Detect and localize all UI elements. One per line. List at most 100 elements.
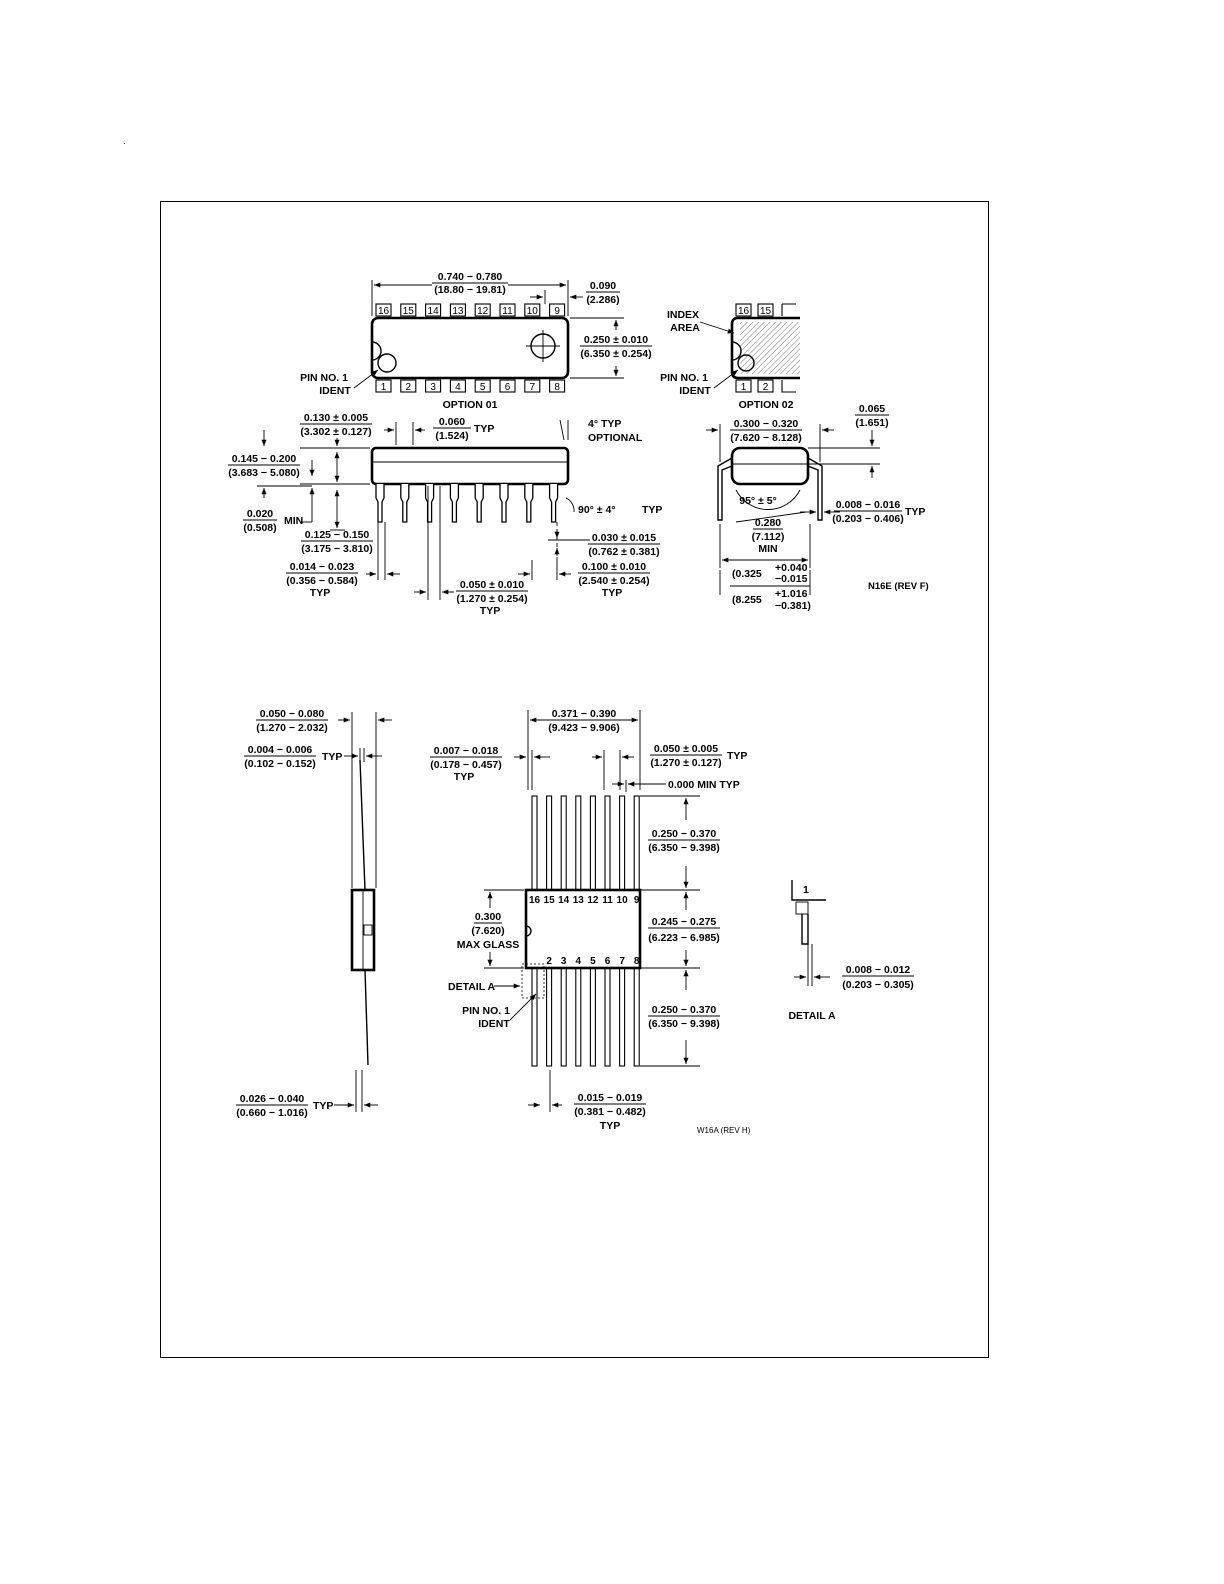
w16a-dim-leadtop-mm: (6.350 − 9.398)	[648, 842, 720, 854]
w16a-pin-number: 7	[619, 956, 625, 967]
w16a-ref: W16A (REV H)	[697, 1126, 751, 1135]
dim-angle90-typ: TYP	[642, 504, 662, 516]
dim-endgap-mm: (2.286)	[586, 294, 619, 306]
pin-box	[375, 379, 392, 393]
w16a-dim-leadw-mm: (0.381 − 0.482)	[574, 1106, 646, 1118]
pin-number: 8	[554, 382, 560, 393]
flatpack-lead	[589, 795, 596, 891]
pin-box	[425, 379, 442, 393]
pin-number: 11	[502, 306, 513, 317]
dim-minspan-mm: (7.112)	[752, 531, 785, 543]
n16e-side-view: 0.130 ± 0.005 (3.302 ± 0.127) 0.060 (1.5…	[228, 412, 662, 617]
w16a-dim-leadbot-mm: (6.350 − 9.398)	[648, 1018, 720, 1030]
flatpack-lead	[560, 967, 567, 1067]
flatpack-lead	[589, 967, 596, 1067]
dim-overall-in-plus: +0.040	[775, 562, 808, 574]
side-body	[370, 446, 570, 486]
w16a-dim-thk-mm: (1.270 − 2.032)	[256, 722, 328, 734]
pin-number: 7	[530, 382, 536, 393]
w16a-dim-pitch-typ: TYP	[727, 750, 747, 762]
dim-shoulderw-typ: TYP	[480, 605, 500, 617]
pin-box	[735, 303, 752, 317]
pin-box	[474, 379, 491, 393]
pin-box	[757, 303, 774, 317]
dip-body-outline	[370, 316, 570, 380]
dip-lead	[499, 484, 509, 523]
pin-box	[474, 303, 491, 317]
flatpack-lead	[619, 967, 626, 1067]
w16a-maxglass-in: 0.300	[475, 911, 501, 923]
dim-rowspan-in: 0.300 − 0.320	[734, 418, 799, 430]
w16a-pin-number: 13	[573, 895, 585, 906]
w16a-detail-a: 1 0.008 − 0.012 (0.203 − 0.305) DETAIL A	[788, 880, 914, 1022]
detail-lead	[801, 914, 809, 945]
dip-lead	[474, 484, 484, 523]
w16a-dim-leadthk-in: 0.004 − 0.006	[248, 744, 313, 756]
pin-box	[425, 303, 442, 317]
dim-leadlen-in: 0.125 − 0.150	[305, 529, 370, 541]
detail-a-label: DETAIL A	[788, 1010, 835, 1022]
dim-shoulderw-mm: (1.270 ± 0.254)	[456, 593, 527, 605]
pin-box	[549, 379, 566, 393]
pin-box	[524, 303, 541, 317]
index-label-1: INDEX	[667, 309, 699, 321]
w16a-dim-width-mm: (9.423 − 9.906)	[548, 722, 620, 734]
dim-bodywidth-in: 0.250 ± 0.010	[584, 334, 648, 346]
n16e-end-view: 0.300 − 0.320 (7.620 − 8.128) 0.065 (1.6…	[706, 403, 929, 612]
pin1-notch	[371, 341, 382, 361]
detail-dim-mm: (0.203 − 0.305)	[842, 979, 914, 991]
w16a-dim-width-in: 0.371 − 0.390	[552, 708, 617, 720]
dim-leadthk-in: 0.008 − 0.016	[836, 499, 901, 511]
w16a-dim-leadtop-in: 0.250 − 0.370	[652, 828, 717, 840]
dim-angle4-2: OPTIONAL	[588, 432, 643, 444]
option01-label: OPTION 01	[443, 399, 498, 411]
dim-leadthk-typ: TYP	[905, 506, 925, 518]
w16a-dim-edge-in: 0.007 − 0.018	[434, 745, 499, 757]
dim-shoulder-mm: (1.524)	[435, 430, 468, 442]
pin-number: 15	[403, 306, 415, 317]
pin-number: 3	[430, 382, 436, 393]
dim-standoff-in: 0.020	[247, 508, 273, 520]
w16a-dim-mintyp: 0.000 MIN TYP	[668, 779, 740, 791]
pin-number: 2	[406, 382, 412, 393]
dim-endgap-in: 0.090	[590, 280, 616, 292]
w16a-dim-leadthk-mm: (0.102 − 0.152)	[244, 758, 316, 770]
dim-shoulder-in: 0.060	[439, 416, 465, 428]
flatpack-lead	[604, 967, 611, 1067]
dim-leadw-mm: (0.356 − 0.584)	[286, 575, 358, 587]
w16a-side-lead-bottom	[364, 969, 369, 1066]
flatpack-lead	[604, 795, 611, 891]
dim-overall-mm-plus: +1.016	[775, 588, 808, 600]
dim-length-mm: (18.80 − 19.81)	[434, 284, 506, 296]
w16a-pin-number: 11	[602, 895, 613, 906]
w16a-dim-edge-mm: (0.178 − 0.457)	[430, 759, 502, 771]
w16a-bottom-leads	[531, 967, 640, 1067]
drawing-frame	[160, 201, 989, 1358]
flatpack-lead	[633, 967, 640, 1067]
dim-leadw-typ: TYP	[310, 587, 330, 599]
pin-number: 14	[428, 306, 440, 317]
dim-bodywidth-mm: (6.350 ± 0.254)	[580, 348, 651, 360]
w16a-pin1-label-1: PIN NO. 1	[462, 1005, 510, 1017]
w16a-pin-number: 15	[544, 895, 556, 906]
w16a-dim-thk-in: 0.050 − 0.080	[260, 708, 325, 720]
pin-number: 6	[505, 382, 511, 393]
pin-box	[499, 379, 516, 393]
w16a-pin-number: 4	[576, 956, 582, 967]
flatpack-lead	[531, 967, 538, 1067]
dim-endheight-in: 0.065	[859, 403, 885, 415]
dip-lead	[548, 484, 559, 523]
flatpack-lead	[633, 795, 640, 891]
w16a-dim-leadthk-typ: TYP	[322, 751, 342, 763]
pin-number: 15	[760, 306, 772, 317]
dim-angle95: 95° ± 5°	[739, 495, 777, 507]
dip-lead	[524, 484, 534, 523]
w16a-pin-number: 10	[617, 895, 629, 906]
pin-box	[400, 379, 417, 393]
w16a-dim-body-mm: (6.223 − 6.985)	[648, 932, 720, 944]
dim-leadw-in: 0.014 − 0.023	[290, 561, 355, 573]
